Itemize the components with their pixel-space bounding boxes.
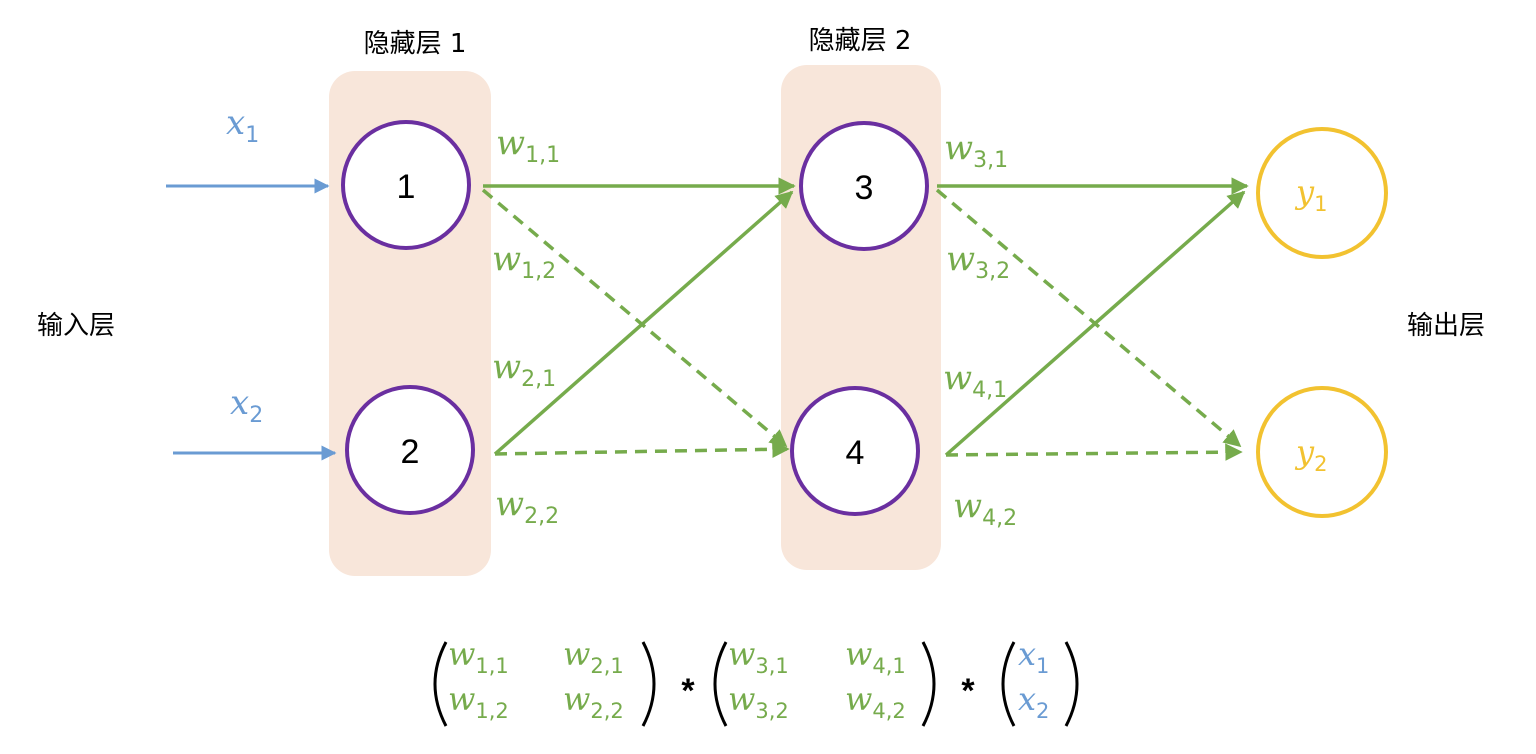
hidden-node-1-label: 1 <box>397 168 416 206</box>
vector-left-paren <box>1001 641 1016 727</box>
weight-label-w11: w1,1 <box>496 123 560 168</box>
hidden-node-4-label: 4 <box>846 434 865 472</box>
hidden-node-4 <box>790 386 920 516</box>
matrix-b-left-paren <box>713 641 728 727</box>
matrix-a-cell: w2,2 <box>563 680 624 723</box>
edge-w22 <box>494 440 790 459</box>
matrix-b-cell: w3,2 <box>728 680 789 723</box>
weight-label-w21: w2,1 <box>492 347 556 392</box>
formula: w1,1 w2,1 w1,2 w2,2 * w3,1 w4,1 w3,2 w4,… <box>433 635 1079 727</box>
hidden-node-3-label: 3 <box>855 169 874 207</box>
hidden-node-2 <box>345 385 475 515</box>
hidden-node-2-label: 2 <box>401 433 420 471</box>
edge-w21 <box>493 190 794 456</box>
hidden-layer-1-label: 隐藏层 1 <box>364 29 467 59</box>
output-layer-label: 输出层 <box>1407 311 1485 341</box>
hidden-node-3 <box>799 121 929 251</box>
vector-cell: x1 <box>1018 635 1049 678</box>
matrix-b-cell: w4,2 <box>845 680 906 723</box>
weight-label-w32: w3,2 <box>946 239 1010 284</box>
hidden-node-1 <box>341 120 471 250</box>
matrix-b-right-paren <box>921 641 936 727</box>
weight-label-w22: w2,2 <box>495 484 559 529</box>
edge-w12 <box>481 188 788 448</box>
edge-w41 <box>944 190 1246 457</box>
output-node-y1-label: y1 <box>1294 173 1327 216</box>
weight-label-w41: w4,1 <box>943 358 1007 403</box>
matrix-a-cell: w1,2 <box>448 680 509 723</box>
output-node-y2-label: y2 <box>1294 433 1327 476</box>
input-layer-label: 输入层 <box>37 311 115 341</box>
weight-label-w31: w3,1 <box>944 128 1008 173</box>
output-node-y2 <box>1256 386 1388 518</box>
vector-cell: x2 <box>1018 680 1049 723</box>
formula-operator-2: * <box>961 672 975 710</box>
edge-w32 <box>935 188 1242 448</box>
matrix-b-cell: w3,1 <box>728 635 789 678</box>
vector-right-paren <box>1064 641 1079 727</box>
matrix-a-cell: w1,1 <box>448 635 509 678</box>
weight-label-w42: w4,2 <box>953 486 1017 531</box>
matrix-a-left-paren <box>433 641 448 727</box>
formula-operator-1: * <box>681 672 695 710</box>
input-label-x2: x2 <box>230 383 263 428</box>
hidden-layer-2-label: 隐藏层 2 <box>809 26 912 56</box>
matrix-b-cell: w4,1 <box>845 635 906 678</box>
matrix-a-right-paren <box>641 641 656 727</box>
input-label-x1: x1 <box>226 103 259 148</box>
weight-label-w12: w1,2 <box>492 239 556 284</box>
output-node-y1 <box>1256 127 1388 259</box>
edge-w42 <box>945 443 1243 461</box>
matrix-a-cell: w2,1 <box>563 635 624 678</box>
